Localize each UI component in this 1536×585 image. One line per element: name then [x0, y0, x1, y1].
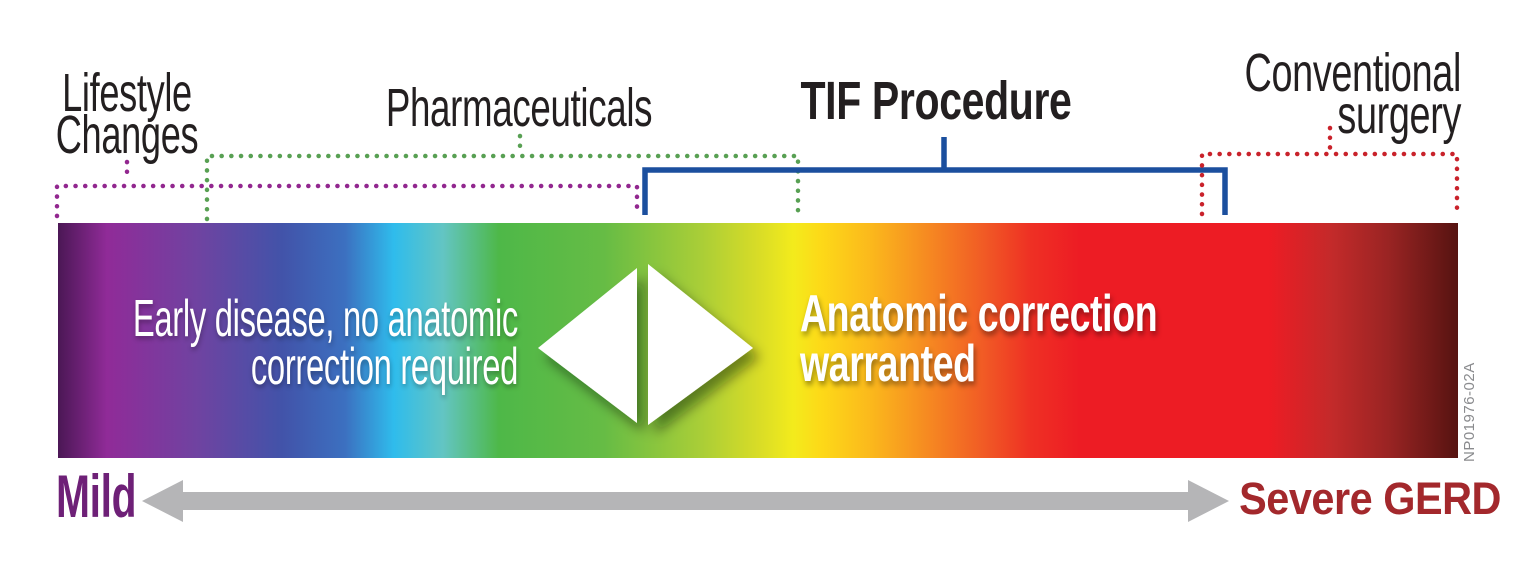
- bar-text-anatomic-correction: Anatomic correction warranted: [800, 285, 1304, 393]
- severity-gradient-bar: [58, 223, 1458, 458]
- tif-procedure-bracket: [642, 137, 1228, 215]
- axis-label-mild: Mild: [56, 463, 137, 530]
- reference-code: NP01976-02A: [1461, 362, 1478, 462]
- bar-text-early-disease-line1: Early disease, no anatomic: [132, 290, 518, 348]
- label-conventional-line2: surgery: [1337, 85, 1461, 145]
- label-conventional-surgery: Conventional surgery: [971, 43, 1462, 145]
- label-lifestyle-line1: Lifestyle: [62, 63, 192, 123]
- lifestyle-bracket: [54, 159, 640, 219]
- bar-text-anatomic-correction-line2: warranted: [800, 335, 976, 393]
- label-lifestyle-line2: Changes: [55, 105, 199, 165]
- bar-text-anatomic-correction-line1: Anatomic correction: [800, 285, 1158, 343]
- label-pharmaceuticals: Pharmaceuticals: [385, 78, 653, 138]
- bar-text-early-disease: Early disease, no anatomic correction re…: [77, 290, 518, 396]
- label-tif-procedure: TIF Procedure: [800, 71, 1072, 131]
- axis-label-severe-gerd: Severe GERD: [1239, 473, 1501, 524]
- label-lifestyle-changes: Lifestyle Changes: [0, 63, 362, 165]
- label-conventional-line1: Conventional: [1244, 43, 1462, 103]
- bar-text-early-disease-line2: correction required: [250, 338, 518, 396]
